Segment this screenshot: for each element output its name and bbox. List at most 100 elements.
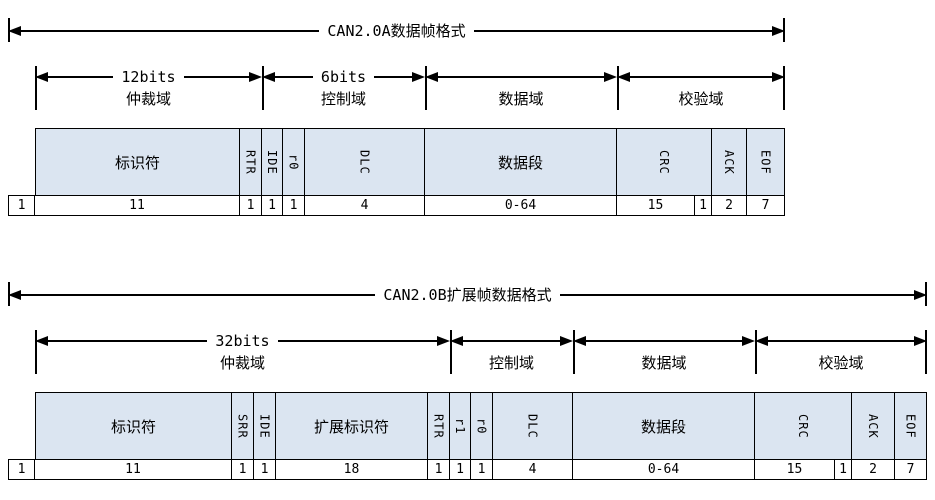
bit-cell: 1 — [428, 459, 450, 480]
bit-cell: 1 — [240, 195, 262, 216]
field-row: 标识符 SRR IDE 扩展标识符 RTR r1 r0 DLC 数据段 CRC … — [35, 392, 927, 460]
bit-cell: 2 — [712, 195, 747, 216]
bit-cell: 1 — [8, 195, 35, 216]
arrow-line — [473, 30, 772, 32]
arrow-line-row: CAN2.0A数据帧格式 — [8, 22, 785, 40]
field-eof: EOF — [895, 392, 927, 460]
arrow-line — [521, 76, 604, 78]
arrow-line — [841, 340, 914, 342]
field-rtr: RTR — [428, 392, 450, 460]
bits-label: 6bits — [320, 68, 367, 86]
section-label: 仲裁域 — [219, 354, 265, 372]
bit-cell: 15 — [617, 195, 695, 216]
arrow-line — [701, 76, 772, 78]
arrow-line-row — [450, 334, 573, 348]
arrowhead-right-icon — [604, 72, 617, 82]
arrow-line — [664, 340, 742, 342]
section-label: 数据域 — [498, 90, 544, 108]
diagram-title: CAN2.0B扩展帧数据格式 — [383, 286, 552, 304]
arrow-line — [768, 340, 841, 342]
boundary-tick — [617, 66, 619, 110]
arrowhead-right-icon — [914, 290, 927, 300]
field-rtr: RTR — [240, 128, 262, 196]
boundary-tick — [35, 330, 37, 374]
diagram-title: CAN2.0A数据帧格式 — [327, 22, 466, 40]
field-row: 标识符 RTR IDE r0 DLC 数据段 CRC ACK EOF — [35, 128, 785, 196]
measure-check-field: 校验域 — [617, 70, 785, 109]
field-identifier: 标识符 — [35, 392, 232, 460]
arrow-line — [438, 76, 521, 78]
arrowhead-left-icon — [262, 72, 275, 82]
diagram-can2a: CAN2.0A数据帧格式 12bits 仲裁域 — [8, 14, 786, 218]
boundary-tick — [35, 66, 37, 110]
field-crc: CRC — [617, 128, 712, 196]
arrow-line — [183, 76, 249, 78]
measure-control-field: 控制域 — [450, 334, 573, 373]
field-ack: ACK — [852, 392, 895, 460]
arrowhead-left-icon — [755, 336, 768, 346]
bit-cell: 4 — [305, 195, 425, 216]
measure-arbitration-field: 12bits 仲裁域 — [35, 70, 262, 109]
section-label: 控制域 — [488, 354, 534, 372]
field-data-segment: 数据段 — [425, 128, 617, 196]
arrow-line — [48, 340, 208, 342]
arrow-line — [275, 76, 313, 78]
arrow-line-row — [755, 334, 927, 348]
arrowhead-left-icon — [425, 72, 438, 82]
arrow-line — [21, 294, 376, 296]
field-eof: EOF — [747, 128, 785, 196]
section-label: 控制域 — [320, 90, 366, 108]
field-ide: IDE — [262, 128, 283, 196]
bit-cell: 1 — [283, 195, 305, 216]
field-ide: IDE — [254, 392, 276, 460]
arrowhead-right-icon — [772, 26, 785, 36]
section-label: 数据域 — [641, 354, 687, 372]
boundary-tick — [262, 66, 264, 110]
arrow-line — [586, 340, 664, 342]
arrow-line — [48, 76, 114, 78]
arrowhead-right-icon — [914, 336, 927, 346]
bit-cell: 0-64 — [425, 195, 617, 216]
arrowhead-left-icon — [35, 336, 48, 346]
field-extended-identifier: 扩展标识符 — [276, 392, 428, 460]
bit-cell: 1 — [450, 459, 471, 480]
measure-check-field: 校验域 — [755, 334, 927, 373]
field-crc: CRC — [755, 392, 852, 460]
arrow-line — [277, 340, 437, 342]
section-label: 校验域 — [678, 90, 724, 108]
bit-count-row: 1 11 1 1 1 4 0-64 15 1 2 7 — [8, 195, 785, 216]
arrow-line-row — [425, 70, 617, 84]
arrowhead-right-icon — [742, 336, 755, 346]
field-r1: r1 — [450, 392, 471, 460]
boundary-tick — [755, 330, 757, 374]
arrowhead-right-icon — [412, 72, 425, 82]
bit-cell: 1 — [471, 459, 493, 480]
bit-cell: 1 — [254, 459, 276, 480]
arrow-line — [630, 76, 701, 78]
field-r0: r0 — [283, 128, 305, 196]
section-label: 校验域 — [818, 354, 864, 372]
arrowhead-left-icon — [8, 290, 21, 300]
arrow-line — [511, 340, 560, 342]
bit-cell: 1 — [695, 195, 712, 216]
field-ack: ACK — [712, 128, 747, 196]
section-label: 仲裁域 — [125, 90, 171, 108]
arrow-line — [21, 30, 320, 32]
boundary-tick — [425, 66, 427, 110]
bit-cell: 18 — [276, 459, 428, 480]
field-dlc: DLC — [305, 128, 425, 196]
arrowhead-left-icon — [8, 26, 21, 36]
arrowhead-right-icon — [772, 72, 785, 82]
bit-cell: 1 — [835, 459, 852, 480]
arrowhead-right-icon — [249, 72, 262, 82]
frame-span-measure: CAN2.0B扩展帧数据格式 — [8, 286, 927, 304]
arrow-line-row: 6bits — [262, 68, 425, 86]
measure-data-field: 数据域 — [425, 70, 617, 109]
bit-cell: 4 — [493, 459, 573, 480]
bit-cell: 7 — [895, 459, 927, 480]
bit-cell: 1 — [232, 459, 254, 480]
boundary-tick — [450, 330, 452, 374]
bit-cell: 2 — [852, 459, 895, 480]
bit-cell: 11 — [35, 459, 232, 480]
